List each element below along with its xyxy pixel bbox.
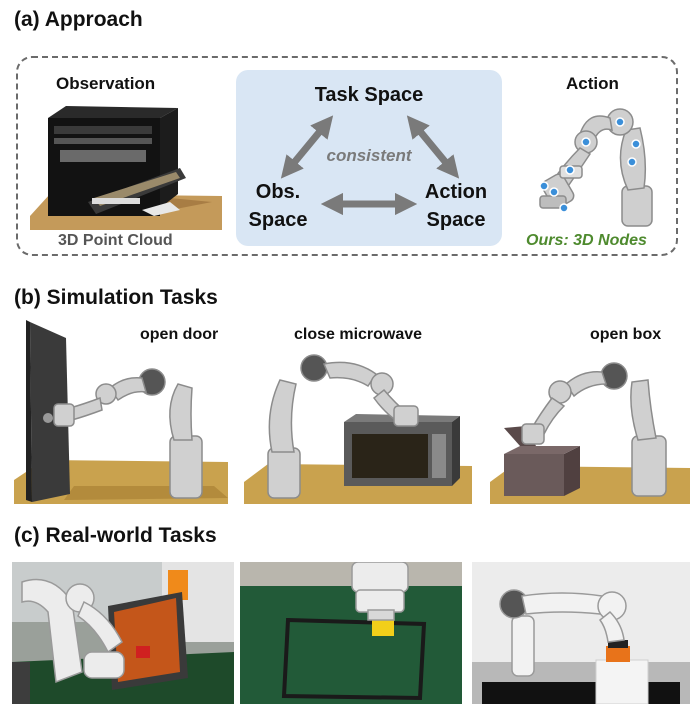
- simulation-title: (b) Simulation Tasks: [14, 286, 218, 309]
- sim-task-open-box: open box: [490, 318, 690, 504]
- action-space-label: Action Space: [410, 178, 502, 234]
- observation-label: Observation: [56, 74, 156, 93]
- task-space-label: Task Space: [314, 84, 424, 106]
- consistent-label: consistent: [326, 146, 412, 165]
- action-label: Action: [566, 74, 619, 93]
- open-door-scene: [14, 320, 228, 504]
- obs-space-line2: Space: [248, 209, 308, 231]
- point-cloud-image: [30, 106, 222, 230]
- arrow-task-action: [406, 115, 460, 179]
- point-cloud-caption: 3D Point Cloud: [58, 232, 173, 249]
- realworld-title: (c) Real-world Tasks: [14, 524, 217, 547]
- task-label-open-door: open door: [140, 326, 219, 343]
- approach-frame: [16, 56, 678, 256]
- approach-title: (a) Approach: [14, 8, 143, 31]
- obs-space-label: Obs. Space: [240, 178, 316, 234]
- task-label-close-microwave: close microwave: [294, 326, 423, 343]
- robot-nodes-image: [539, 108, 653, 227]
- action-space-line1: Action: [424, 181, 488, 203]
- task-label-open-box: open box: [590, 326, 662, 343]
- consistency-arrows: [280, 115, 460, 216]
- arrow-obs-task: [280, 115, 334, 179]
- close-microwave-scene: [244, 354, 472, 504]
- realworld-photo-push-cube: [240, 562, 462, 704]
- nodes-caption: Ours: 3D Nodes: [526, 232, 647, 249]
- obs-space-line1: Obs.: [255, 181, 301, 203]
- sim-task-open-door: open door: [14, 318, 228, 504]
- sim-task-close-microwave: close microwave: [244, 318, 472, 504]
- realworld-photo-open-door: [12, 562, 234, 704]
- action-space-line2: Space: [426, 209, 486, 231]
- open-box-scene: [490, 362, 690, 504]
- realworld-photo-press-button: [472, 562, 690, 704]
